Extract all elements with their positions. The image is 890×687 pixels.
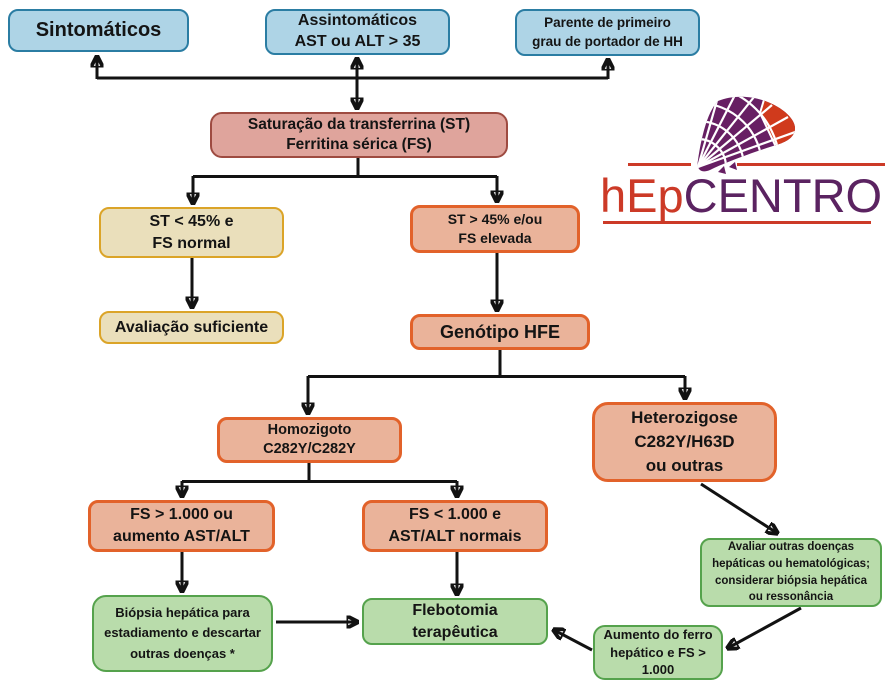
- arrow-avaliar-to-aumento: [728, 606, 802, 648]
- node-assintomaticos: Assintomáticos AST ou ALT > 35: [265, 9, 450, 55]
- arrow-saturacao-stem: [193, 158, 497, 178]
- logo-rule-top-left: [628, 163, 691, 166]
- node-genotipo-hfe: Genótipo HFE: [410, 314, 590, 350]
- logo-text-centro: CENTRO: [683, 169, 883, 222]
- node-fs-menor-1000: FS < 1.000 e AST/ALT normais: [362, 500, 548, 552]
- logo-rule-bottom: [603, 221, 871, 224]
- liver-mosaic-icon: [697, 96, 795, 174]
- logo-wordmark: hEpCENTRO: [600, 172, 882, 219]
- node-sintomaticos: Sintomáticos: [8, 9, 189, 52]
- node-fs-maior-1000: FS > 1.000 ou aumento AST/ALT: [88, 500, 275, 552]
- node-homozigoto-c282y: Homozigoto C282Y/C282Y: [217, 417, 402, 463]
- logo-text-hep: hEp: [600, 169, 684, 222]
- node-avaliacao-suficiente: Avaliação suficiente: [99, 311, 284, 344]
- node-aumento-ferro: Aumento do ferro hepático e FS > 1.000: [593, 625, 723, 680]
- arrow-homozigoto-stem: [182, 463, 457, 483]
- hepcentro-logo: hEpCENTRO: [598, 92, 890, 242]
- arrow-genotipo-stem: [308, 350, 685, 378]
- node-st-menor-45: ST < 45% e FS normal: [99, 207, 284, 258]
- node-avaliar-outras-doencas: Avaliar outras doenças hepáticas ou hema…: [700, 538, 882, 607]
- arrow-heterozigose-to-avaliar: [700, 482, 777, 533]
- node-flebotomia: Flebotomia terapêutica: [362, 598, 548, 645]
- node-heterozigose: Heterozigose C282Y/H63D ou outras: [592, 402, 777, 482]
- node-parente-hh: Parente de primeiro grau de portador de …: [515, 9, 700, 56]
- node-saturacao-ferritina: Saturação da transferrina (ST) Ferritina…: [210, 112, 508, 158]
- node-biopsia-hepatica: Biópsia hepática para estadiamento e des…: [92, 595, 273, 672]
- arrow-aumento-to-flebotomia: [554, 630, 593, 652]
- node-st-maior-45: ST > 45% e/ou FS elevada: [410, 205, 580, 253]
- logo-rule-top-right: [737, 163, 885, 166]
